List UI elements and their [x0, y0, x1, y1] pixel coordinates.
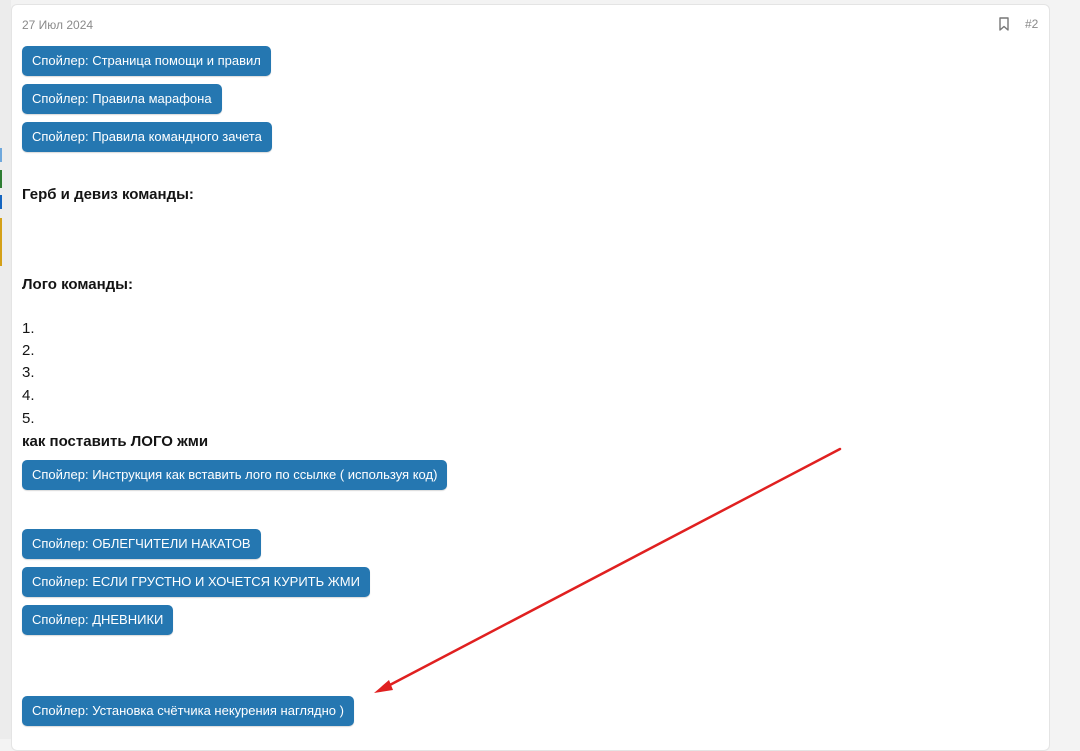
- logo-hint-heading: как поставить ЛОГО жми: [22, 433, 209, 450]
- left-edge-strip: [0, 0, 11, 739]
- list-item: 2.: [22, 342, 35, 359]
- spoiler-diaries-button[interactable]: Спойлер: ДНЕВНИКИ: [22, 605, 174, 635]
- list-item: 5.: [22, 410, 35, 427]
- list-item: 3.: [22, 364, 35, 381]
- logo-heading: Лого команды:: [22, 276, 133, 293]
- spoiler-sad-smoke-button[interactable]: Спойлер: ЕСЛИ ГРУСТНО И ХОЧЕТСЯ КУРИТЬ Ж…: [22, 567, 370, 597]
- spoiler-logo-instruction-button[interactable]: Спойлер: Инструкция как вставить лого по…: [22, 460, 448, 490]
- spoiler-counter-setup-button[interactable]: Спойлер: Установка счётчика некурения на…: [22, 696, 354, 726]
- edge-mark: [0, 218, 2, 266]
- post-date: 27 Июл 2024: [22, 18, 94, 32]
- post-number-link[interactable]: #2: [1025, 17, 1039, 31]
- spoiler-relief-button[interactable]: Спойлер: ОБЛЕГЧИТЕЛИ НАКАТОВ: [22, 529, 261, 559]
- list-item: 4.: [22, 387, 35, 404]
- list-item: 1.: [22, 320, 35, 337]
- bookmark-icon[interactable]: [998, 17, 1010, 31]
- spoiler-help-rules-button[interactable]: Спойлер: Страница помощи и правил: [22, 46, 271, 76]
- spoiler-team-rules-button[interactable]: Спойлер: Правила командного зачета: [22, 122, 272, 152]
- edge-mark: [0, 148, 2, 162]
- forum-post: 27 Июл 2024 #2 Спойлер: Страница помощи …: [11, 4, 1050, 751]
- edge-mark: [0, 195, 2, 209]
- edge-mark: [0, 170, 2, 188]
- spoiler-marathon-rules-button[interactable]: Спойлер: Правила марафона: [22, 84, 222, 114]
- emblem-heading: Герб и девиз команды:: [22, 186, 194, 203]
